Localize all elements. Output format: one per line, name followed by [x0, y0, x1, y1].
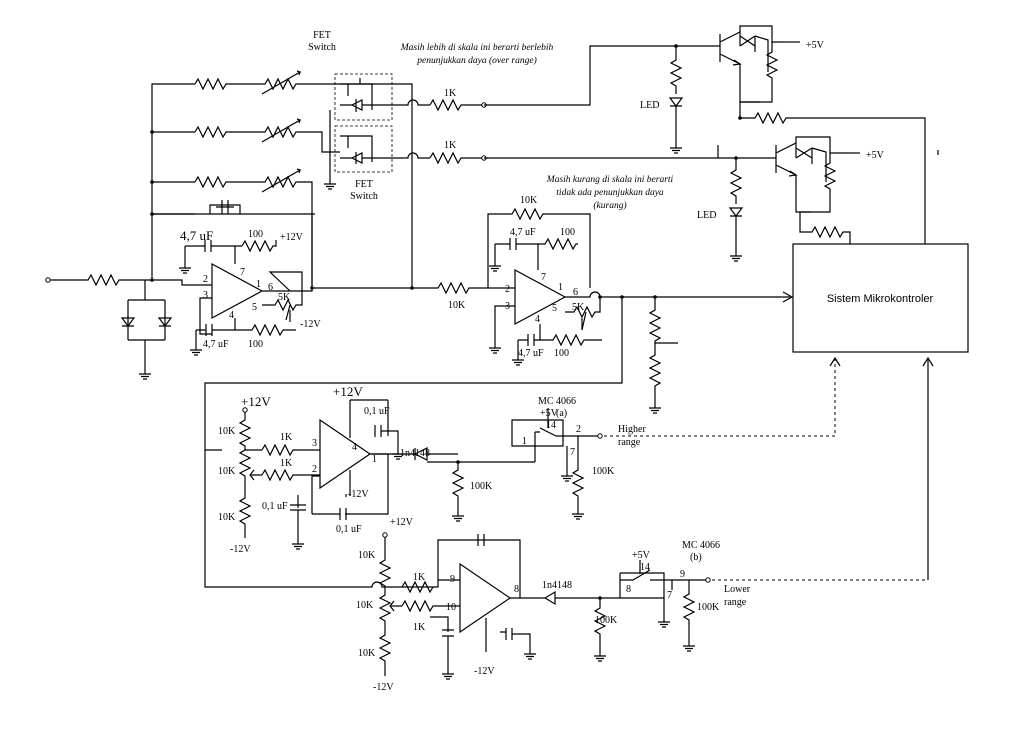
label-op2-pin-6: 6	[573, 287, 578, 298]
label-100-c: 100	[560, 227, 575, 238]
label-10k-e: 10K	[356, 600, 374, 611]
label-mc4066-a-line-1: MC 4066	[538, 396, 576, 407]
microcontroller-label: Sistem Mikrokontroler	[827, 293, 934, 305]
label-sw-b-pin-8: 8	[626, 584, 631, 595]
label-cmp2-pin-8: 8	[514, 584, 519, 595]
label-m12v-d: -12V	[474, 666, 495, 677]
label-sw-a-pin-2: 2	[576, 424, 581, 435]
label-lower-range-line-2: range	[724, 597, 747, 608]
label-5k-a: 5K	[278, 292, 291, 303]
label-100-b: 100	[248, 339, 263, 350]
label-100-a: 100	[248, 229, 263, 240]
label-sw-b-pin-7: 7	[667, 590, 672, 601]
label-cap-01-a: 0,1 uF	[364, 406, 390, 417]
label-sw-a-pin-1: 1	[522, 436, 527, 447]
label-higher-range-line-1: Higher	[618, 424, 646, 435]
label-100-d: 100	[554, 348, 569, 359]
label-m12v-e: -12V	[373, 682, 394, 693]
note-over-line-1: Masih lebih di skala ini berarti berlebi…	[400, 43, 554, 53]
label-12v-big-2: +12V	[241, 394, 271, 409]
label-cmp2-pin-10: 10	[446, 602, 456, 613]
label-pin-7: 7	[240, 267, 245, 278]
fet-switch-2-line-1: FET	[355, 179, 373, 190]
label-5k-b: 5K	[572, 302, 585, 313]
label-100k-a: 100K	[470, 481, 493, 492]
label-sw-b-pin-14: 14	[640, 562, 650, 573]
label-cmp2-pin-9: 9	[450, 574, 455, 585]
label-op2-pin-4: 4	[535, 314, 540, 325]
label-100k-d: 100K	[697, 602, 720, 613]
label-10k-c: 10K	[218, 512, 236, 523]
label-10k-d: 10K	[358, 550, 376, 561]
label-cap-47-top: 4,7 uF	[180, 228, 213, 243]
label-m12v-c: -12V	[230, 544, 251, 555]
label-pin-4: 4	[229, 310, 234, 321]
note-over-line-2: penunjukkan daya (over range)	[416, 55, 537, 66]
label-led-1: LED	[640, 100, 659, 111]
label-cmp1-pin-1: 1	[372, 454, 377, 465]
label-pin-1: 1	[256, 279, 261, 290]
wiring	[45, 25, 939, 680]
label-cmp1-pin-3: 3	[312, 438, 317, 449]
note-under-line-1: Masih kurang di skala ini berarti	[546, 175, 674, 185]
label-1k-c: 1K	[280, 432, 293, 443]
label-sw-a-pin-14: 14	[546, 420, 556, 431]
label-10k-f: 10K	[358, 648, 376, 659]
label-5v-1: +5V	[806, 40, 825, 51]
label-diode-1: 1n4148	[400, 448, 430, 459]
label-mc4066-b-line-1: MC 4066	[682, 540, 720, 551]
label-1k-b: 1K	[444, 140, 457, 151]
label-12v-c: +12V	[390, 517, 414, 528]
label-100k-c: 100K	[595, 615, 618, 626]
label-cap-47-bot: 4,7 uF	[203, 339, 229, 350]
label-sw-b-pin-9: 9	[680, 569, 685, 580]
label-cmp1-pin-4: 4	[352, 442, 357, 453]
label-100k-b: 100K	[592, 466, 615, 477]
labels: FET Switch FET Switch Masih lebih di ska…	[180, 30, 885, 693]
label-op2-pin-5: 5	[552, 303, 557, 314]
note-under-line-2: tidak ada penunjukkan daya	[556, 188, 664, 198]
label-10k-a: 10K	[218, 426, 236, 437]
fet-switch-1-line-1: FET	[313, 30, 331, 41]
label-op2-pin-3: 3	[505, 301, 510, 312]
label-op2-pin-2: 2	[505, 284, 510, 295]
label-pin-5: 5	[252, 302, 257, 313]
label-10k-fb: 10K	[520, 195, 538, 206]
label-cap-47-3: 4,7 uF	[518, 348, 544, 359]
label-1k-a: 1K	[444, 88, 457, 99]
label-op2-pin-1: 1	[558, 282, 563, 293]
label-12v-big-1: +12V	[333, 384, 363, 399]
label-10k-in: 10K	[448, 300, 466, 311]
label-5v-sw-a: +5V	[540, 408, 559, 419]
label-12v-a: +12V	[280, 232, 304, 243]
label-led-2: LED	[697, 210, 716, 221]
label-higher-range-line-2: range	[618, 437, 641, 448]
label-1k-d: 1K	[280, 458, 293, 469]
label-pin-6: 6	[268, 282, 273, 293]
label-5v-2: +5V	[866, 150, 885, 161]
label-cap-01-b: 0,1 uF	[262, 501, 288, 512]
label-m12v-a: -12V	[300, 319, 321, 330]
label-diode-2: 1n4148	[542, 580, 572, 591]
label-cap-01-c: 0,1 uF	[336, 524, 362, 535]
fet-switch-2-line-2: Switch	[350, 191, 378, 202]
label-op2-pin-7: 7	[541, 272, 546, 283]
label-mc4066-b-line-2: (b)	[690, 552, 702, 563]
fet-switch-1-line-2: Switch	[308, 42, 336, 53]
note-under-line-3: (kurang)	[593, 200, 626, 211]
label-10k-b: 10K	[218, 466, 236, 477]
label-cap-47-2: 4,7 uF	[510, 227, 536, 238]
label-sw-a-pin-7: 7	[570, 447, 575, 458]
label-1k-f: 1K	[413, 622, 426, 633]
label-5v-sw-b: +5V	[632, 550, 651, 561]
label-pin-3: 3	[203, 290, 208, 301]
label-mc4066-a-line-2: (a)	[556, 408, 567, 419]
label-1k-e: 1K	[413, 572, 426, 583]
label-cmp1-pin-2: 2	[312, 464, 317, 475]
microcontroller-block	[792, 243, 969, 353]
label-lower-range-line-1: Lower	[724, 584, 751, 595]
label-m12v-b: -12V	[348, 489, 369, 500]
label-pin-2: 2	[203, 274, 208, 285]
